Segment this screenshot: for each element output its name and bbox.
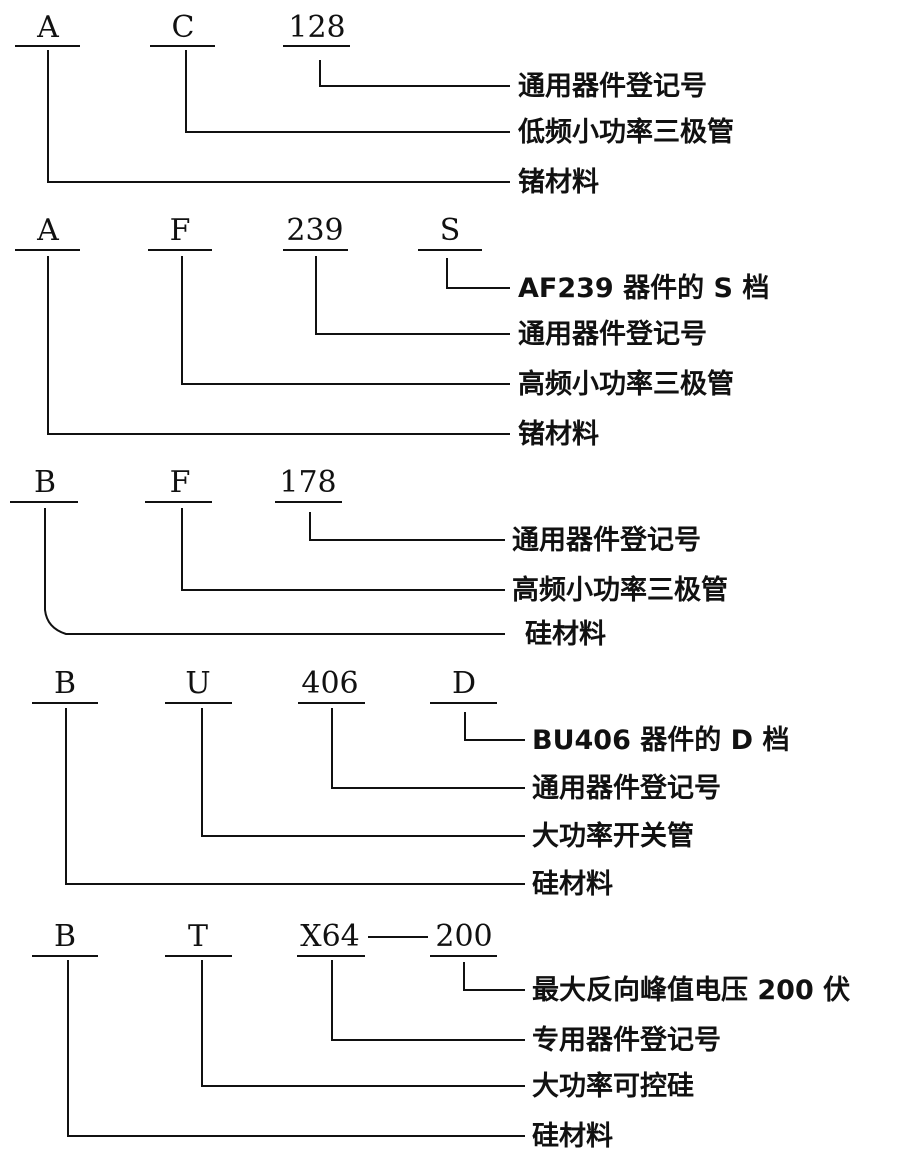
group-5: B T X64 200 最大反向峰值电压 200 伏 专用器件登记号 大功率可控… [32, 919, 850, 1152]
g1-connector-2 [185, 50, 510, 133]
g5-code-1: B [54, 919, 76, 954]
g5-label-2: 专用器件登记号 [532, 1025, 721, 1056]
g5-label-4: 硅材料 [532, 1121, 613, 1152]
g1-label-2: 低频小功率三极管 [517, 116, 734, 148]
g3-connector-1 [44, 508, 505, 635]
g5-label-3: 大功率可控硅 [532, 1070, 694, 1102]
g5-connector-3 [331, 960, 525, 1041]
g4-connector-3 [331, 708, 525, 789]
g2-label-3: 高频小功率三极管 [518, 368, 734, 400]
g4-code-2: U [185, 666, 210, 701]
group-3: B F 178 通用器件登记号 高频小功率三极管 硅材料 [10, 465, 728, 650]
g4-code-1: B [54, 666, 76, 701]
g4-connector-1 [65, 708, 525, 885]
g4-label-1: BU406 器件的 D 档 [532, 724, 789, 756]
g5-connector-2 [201, 960, 525, 1087]
g4-connector-2 [201, 708, 525, 837]
g1-connector-3 [319, 60, 510, 87]
g4-label-2: 通用器件登记号 [532, 773, 721, 804]
g2-code-4: S [440, 213, 461, 248]
g1-code-3: 128 [288, 10, 345, 45]
g1-code-1: A [36, 10, 59, 45]
group-2: A F 239 S AF239 器件的 S 档 通用器件登记号 高频小功率三极管… [15, 213, 769, 450]
g5-code-2: T [188, 919, 208, 954]
g2-connector-4 [446, 258, 510, 289]
group-4: B U 406 D BU406 器件的 D 档 通用器件登记号 大功率开关管 硅… [32, 666, 789, 900]
g2-connector-2 [181, 256, 510, 385]
g3-connector-3 [309, 512, 505, 541]
g1-label-1: 通用器件登记号 [518, 71, 707, 102]
g4-connector-4 [464, 712, 525, 741]
g4-label-4: 硅材料 [532, 869, 613, 900]
g2-label-1: AF239 器件的 S 档 [518, 272, 769, 304]
g2-code-1: A [36, 213, 59, 248]
g4-code-3: 406 [301, 666, 358, 701]
g3-label-3: 硅材料 [525, 619, 606, 650]
g2-label-4: 锗材料 [518, 419, 599, 450]
group-1: A C 128 通用器件登记号 低频小功率三极管 锗材料 [15, 10, 734, 198]
g5-label-1: 最大反向峰值电压 200 伏 [532, 974, 850, 1006]
g5-code-3: X64 [300, 919, 360, 954]
g1-code-2: C [172, 10, 195, 45]
g2-connector-3 [315, 256, 510, 335]
g5-connector-4 [463, 962, 525, 991]
g3-label-1: 通用器件登记号 [512, 525, 701, 556]
g4-label-3: 大功率开关管 [532, 820, 694, 852]
g5-code-4: 200 [435, 919, 492, 954]
g4-code-4: D [452, 666, 476, 701]
g1-connector-1 [47, 50, 510, 183]
g2-label-2: 通用器件登记号 [518, 319, 707, 350]
g3-code-3: 178 [279, 465, 336, 500]
g3-connector-2 [181, 508, 505, 591]
g3-code-1: B [34, 465, 56, 500]
g2-code-2: F [170, 213, 191, 248]
g3-code-2: F [170, 465, 191, 500]
g5-connector-1 [67, 960, 525, 1137]
g1-label-3: 锗材料 [518, 167, 599, 198]
g3-label-2: 高频小功率三极管 [512, 574, 728, 606]
g2-code-3: 239 [286, 213, 343, 248]
g2-connector-1 [47, 256, 510, 435]
